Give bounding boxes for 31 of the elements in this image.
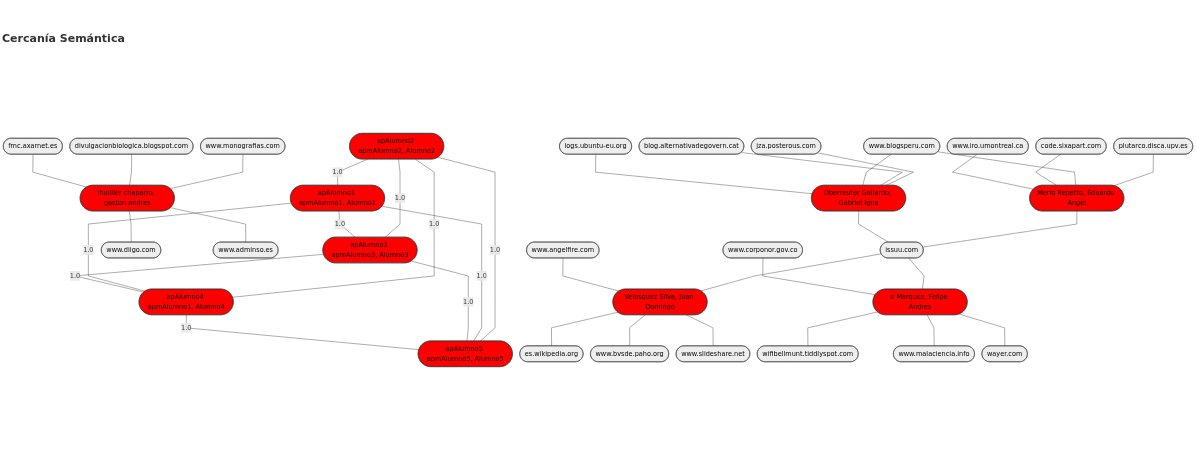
connector [807,311,878,347]
connector [381,206,482,342]
connector [32,154,87,188]
connector [170,154,244,189]
connector [411,260,469,342]
connector [185,314,420,350]
connector [908,257,925,290]
connector [551,312,619,347]
connector [129,210,132,243]
connector [700,253,882,292]
connector [88,202,292,292]
connector [562,257,620,292]
connector [437,157,496,342]
connector [959,313,1006,347]
connector [170,207,247,243]
connector [817,152,914,186]
connector [937,151,1077,186]
connector [384,159,401,238]
connector [862,154,892,186]
connector [922,210,1078,248]
connector [595,154,813,194]
connector [741,152,903,186]
connector [338,210,356,238]
connector [926,314,935,347]
connector [129,154,132,186]
connector [858,210,889,243]
connector [629,314,646,347]
connector [952,154,1034,190]
connector [1113,154,1154,186]
diagram-title: Cercanía Semántica [2,32,125,45]
connector [762,257,876,295]
